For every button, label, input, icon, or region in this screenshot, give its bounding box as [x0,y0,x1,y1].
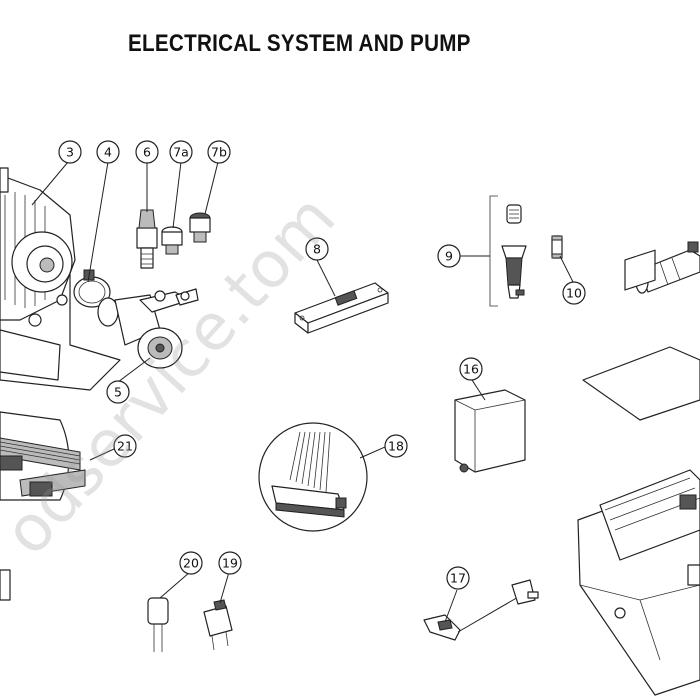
leader-7b [204,161,219,215]
callout-3: 3 [58,140,82,164]
callout-17: 17 [446,566,470,590]
part-sensor [423,579,539,641]
leader-7a [172,161,182,229]
callout-18: 18 [384,434,408,458]
callout-16: 16 [459,357,483,381]
leader-8 [316,259,336,297]
callout-label: 8 [313,242,321,257]
part-relay [454,389,526,473]
leader-16 [471,379,486,401]
leader-20 [159,571,191,599]
callout-20: 20 [179,551,203,575]
callout-label: 9 [445,249,453,264]
leader-18 [359,446,386,459]
callout-21: 21 [113,434,137,458]
callout-7a: 7a [169,140,193,164]
callout-5: 5 [106,380,130,404]
part-fitting-7b [189,212,211,243]
leader-17 [444,589,458,623]
callout-label: 20 [183,556,199,571]
part-ribbon-connector [258,422,368,532]
callout-label: 6 [143,145,151,160]
callout-label: 7b [211,145,227,160]
callout-19: 19 [218,551,242,575]
part-fitting-6 [136,209,158,269]
part-fuse [551,235,563,259]
part-edge-box [0,569,11,601]
part-ribbon-cable [0,411,86,501]
callout-label: 21 [117,439,133,454]
callout-7b: 7b [207,140,231,164]
leader-19 [219,571,230,604]
part-component-20 [147,597,169,652]
leader-lines [31,161,574,623]
callout-label: 18 [388,439,404,454]
callout-label: 19 [222,556,238,571]
leader-4 [87,161,109,283]
callout-4: 4 [96,140,120,164]
part-power-module [294,282,389,334]
leader-10 [559,255,574,283]
callout-label: 17 [450,571,466,586]
callout-label: 16 [463,362,479,377]
part-motor [0,167,121,391]
callout-label: 10 [566,286,582,301]
callout-label: 7a [173,145,189,160]
part-component-19 [203,599,233,651]
part-fuse-holder [489,195,527,307]
callout-9: 9 [437,244,461,268]
callout-label: 3 [66,145,74,160]
callout-6: 6 [135,140,159,164]
callout-label: 4 [104,145,112,160]
part-control-board [577,249,700,696]
leader-3 [31,161,69,206]
callout-label: 5 [114,385,122,400]
part-fitting-7a [161,226,183,255]
leader-21 [89,448,115,461]
callout-8: 8 [305,237,329,261]
callout-10: 10 [562,281,586,305]
page-title: ELECTRICAL SYSTEM AND PUMP [128,30,471,57]
part-pump-head [97,288,199,369]
leader-5 [117,357,151,383]
